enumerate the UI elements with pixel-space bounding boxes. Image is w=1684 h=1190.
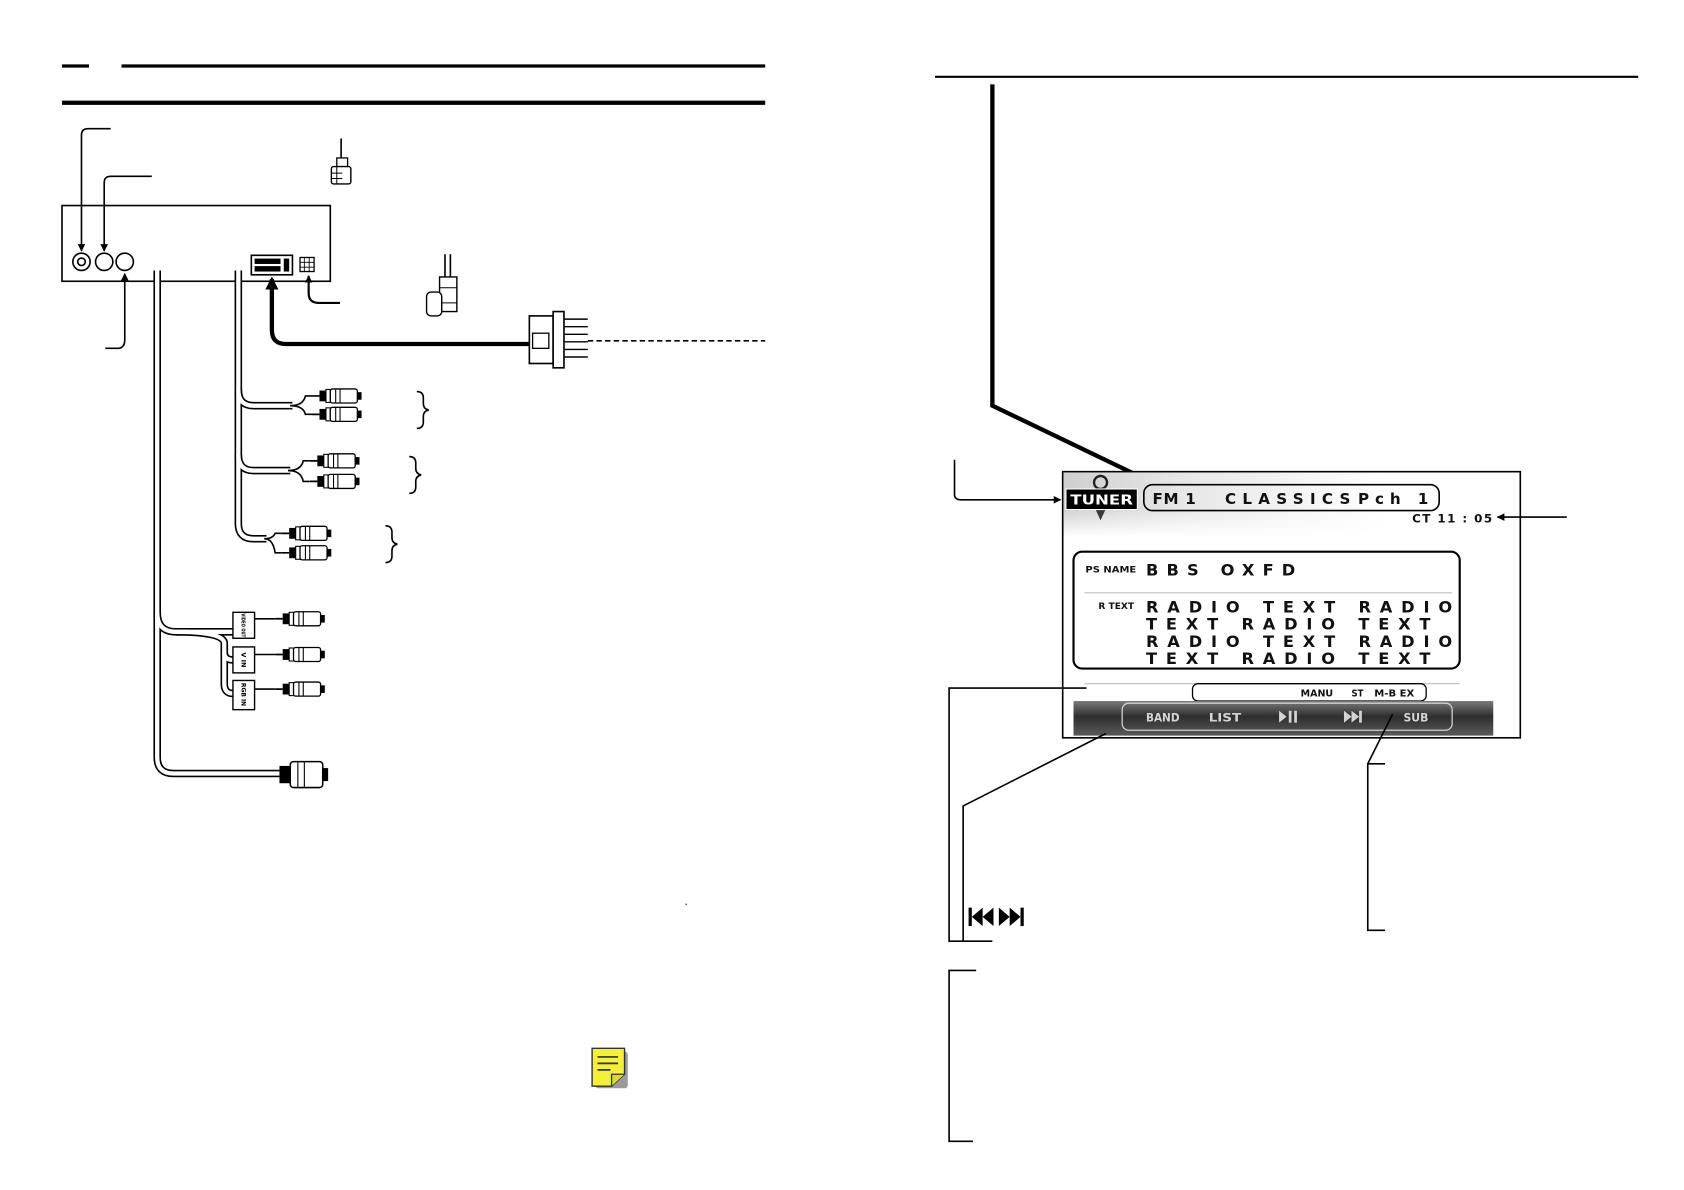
v-in-connector: V IN <box>232 646 276 674</box>
ps-name-value: BBS OXFD <box>1146 561 1295 580</box>
harness-cable <box>265 276 530 347</box>
print-speck <box>685 903 688 906</box>
status-stereo: ST <box>1352 689 1364 700</box>
angled-plug-small <box>330 138 352 185</box>
skip-forward-icon <box>1343 710 1362 723</box>
callout-control-bar <box>962 732 1107 942</box>
connector-label: V IN <box>240 652 248 667</box>
preset-channel: Pch 1 <box>1358 490 1428 508</box>
radio-text-label: R TEXT <box>1098 601 1134 612</box>
brace <box>409 455 422 495</box>
rca-plug <box>275 681 325 698</box>
rds-info-box <box>1072 550 1461 670</box>
skip-backward-icon <box>968 907 994 927</box>
video-out-connector: VIDEO OUT <box>232 611 276 639</box>
rca-plug <box>311 388 362 404</box>
band-button: BAND <box>1146 711 1180 725</box>
connector-label: RGB IN <box>240 683 247 706</box>
head-unit-rear-panel <box>61 204 332 283</box>
callout-bracket <box>948 969 977 1143</box>
angled-plug-large <box>425 254 458 317</box>
left-page-header <box>62 64 766 105</box>
harness-connector <box>528 310 588 369</box>
rca-plug <box>309 452 360 469</box>
rca-splits <box>264 395 312 554</box>
callout-jack-2 <box>100 175 152 252</box>
rca-plug <box>281 525 332 542</box>
rca-plug <box>281 544 332 561</box>
callout-jack-3 <box>105 272 129 350</box>
rca-plug <box>309 473 360 490</box>
callout-antenna <box>77 127 111 252</box>
clock-display: CT 11 : 05 <box>1412 512 1492 526</box>
rca-plug <box>311 406 362 423</box>
rca-plug <box>275 610 325 627</box>
ps-name-label: PS NAME <box>1085 564 1136 575</box>
callout-indicators <box>1366 713 1394 932</box>
tuner-screen: TUNER FM 1 CLASSICS Pch 1 CT 11 : 05 PS … <box>1061 470 1522 739</box>
jack-2 <box>94 252 114 272</box>
main-harness-socket <box>250 254 294 276</box>
brace <box>385 524 398 564</box>
brace <box>416 390 429 430</box>
source-label: TUNER <box>1065 488 1138 511</box>
jack-3 <box>115 252 135 272</box>
callout-preset-display <box>990 84 1156 486</box>
control-bar-frame <box>1121 702 1453 731</box>
radio-text-line: TEXT RADIO TEXT <box>1146 615 1431 634</box>
round-connector <box>279 760 329 789</box>
radio-text-line: TEXT RADIO TEXT <box>1146 649 1431 668</box>
callout-source-label <box>953 459 1062 504</box>
status-mbex: M-B EX <box>1374 689 1415 700</box>
source-label-text: TUNER <box>1070 494 1133 509</box>
connector-label: VIDEO OUT <box>240 613 246 637</box>
callout-status-row <box>948 687 1087 942</box>
grid-socket-cable <box>304 275 341 304</box>
rgb-in-connector: RGB IN <box>232 679 276 711</box>
sub-button: SUB <box>1403 711 1428 725</box>
band-label: FM 1 <box>1152 490 1195 508</box>
note-icon <box>591 1047 628 1089</box>
skip-forward-icon <box>998 907 1024 927</box>
rca-plug <box>275 646 325 663</box>
preset-display-frame <box>1143 483 1440 512</box>
av-cables <box>157 270 292 773</box>
play-pause-icon <box>1279 710 1297 723</box>
status-manual: MANU <box>1301 689 1333 700</box>
list-button: LIST <box>1209 711 1242 725</box>
antenna-jack <box>72 252 91 272</box>
grid-socket <box>299 256 315 273</box>
